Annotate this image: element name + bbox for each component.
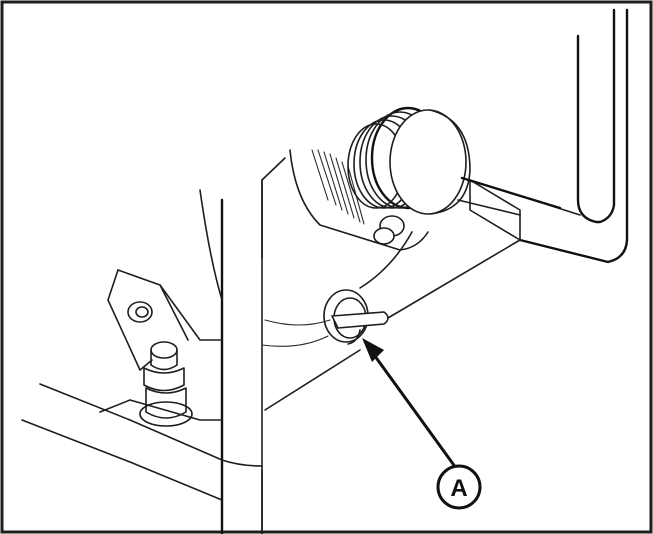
left-bracket (107, 269, 223, 371)
drain-cap (323, 289, 389, 345)
leader-arrow (362, 338, 458, 470)
base-plate-upper (39, 383, 223, 461)
cylinder-arm (460, 176, 562, 210)
tank-inner-curve-lower (261, 335, 329, 347)
tank-surface-edge-lower (264, 349, 361, 411)
upper-housing-panel (576, 8, 616, 224)
base-plate-bottom (129, 461, 223, 501)
hose-housing-outline (289, 149, 429, 251)
callout-a: A (436, 464, 482, 510)
hose-housing-left-edge (261, 157, 286, 259)
base-corner (221, 459, 263, 467)
base-plate-step (99, 399, 223, 421)
base-plate-lower (21, 419, 131, 463)
tank-inner-curve (264, 319, 331, 326)
small-knob (373, 215, 405, 245)
cap-surround-curve (359, 231, 413, 289)
ribbed-cylinder (347, 106, 471, 215)
callout-a-label: A (450, 475, 467, 502)
upper-housing-inner-edge (518, 8, 629, 264)
cylinder-arm-lower (457, 199, 521, 216)
engine-panel-curve (199, 189, 223, 301)
hose-housing-hatching (311, 149, 365, 225)
tank-surface-edge (387, 239, 521, 319)
drain-plug (139, 341, 193, 427)
